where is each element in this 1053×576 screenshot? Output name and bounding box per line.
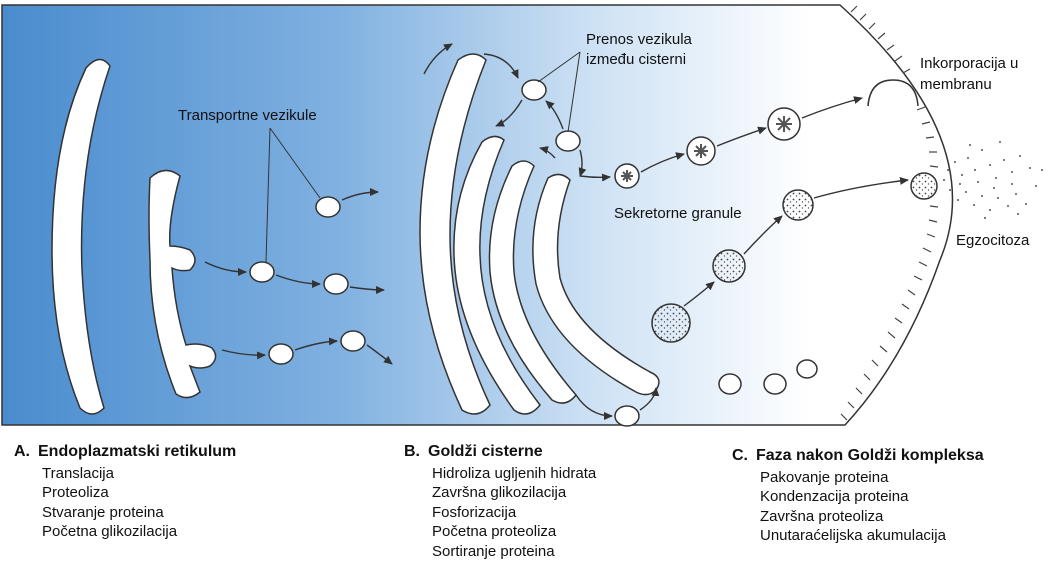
stage-c-item: Unutaraćelijska akumulacija [760,526,984,546]
label-transport-vesicles: Transportne vezikule [178,107,317,124]
stage-a-item: Translacija [42,464,236,484]
stage-b-letter: B. [404,442,428,462]
stage-c-item: Pakovanje proteina [760,468,984,488]
label-transfer-line1: Prenos vezikula [586,31,693,48]
stage-a-item: Stvaranje proteina [42,503,236,523]
stage-a-letter: A. [14,442,38,462]
golgi-secretory-pathway-diagram: Transportne vezikule Prenos vezikula izm… [0,0,1053,440]
stage-b-item: Hidroliza ugljenih hidrata [432,464,596,484]
stage-a-heading: A.Endoplazmatski retikulum [14,442,236,462]
stage-b-item: Fosforizacija [432,503,596,523]
stage-a-item: Početna glikozilacija [42,522,236,542]
stage-a-legend: A.Endoplazmatski retikulum Translacija P… [14,442,236,542]
stage-c-item: Kondenzacija proteina [760,487,984,507]
stage-a-title: Endoplazmatski retikulum [38,443,236,460]
stage-b-heading: B.Goldži cisterne [404,442,596,462]
stage-c-item: Završna proteoliza [760,507,984,527]
stage-b-item: Završna glikozilacija [432,483,596,503]
stage-b-item: Početna proteoliza [432,522,596,542]
label-incorporation-line1: Inkorporacija u [920,55,1018,72]
stage-b-item: Sortiranje proteina [432,542,596,562]
stage-b-legend: B.Goldži cisterne Hidroliza ugljenih hid… [404,442,596,561]
exocytosis-vesicle [911,173,937,199]
stage-c-legend: C.Faza nakon Goldži kompleksa Pakovanje … [732,446,984,546]
stage-c-list: Pakovanje proteina Kondenzacija proteina… [732,468,984,546]
stage-a-list: Translacija Proteoliza Stvaranje protein… [14,464,236,542]
label-incorporation-line2: membranu [920,76,992,93]
stage-c-letter: C. [732,446,756,466]
stage-c-heading: C.Faza nakon Goldži kompleksa [732,446,984,466]
label-transfer-line2: između cisterni [586,51,686,68]
stage-b-list: Hidroliza ugljenih hidrata Završna gliko… [404,464,596,562]
exocytosis-particles [943,141,1043,219]
label-exocytosis: Egzocitoza [956,232,1030,249]
stage-a-item: Proteoliza [42,483,236,503]
stage-c-title: Faza nakon Goldži kompleksa [756,447,984,464]
label-secretory-granules: Sekretorne granule [614,205,742,222]
stage-b-title: Goldži cisterne [428,443,543,460]
